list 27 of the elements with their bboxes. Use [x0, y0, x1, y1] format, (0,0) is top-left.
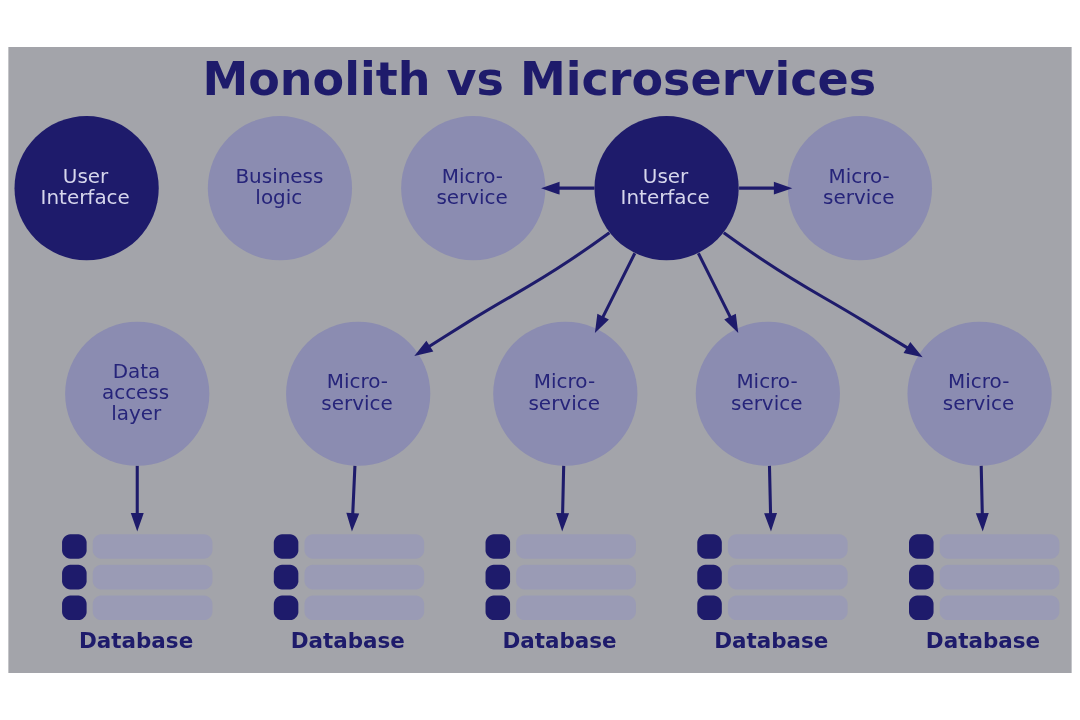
arrow: [696, 252, 739, 334]
node-label: Database: [502, 627, 617, 653]
arrow: [556, 465, 570, 532]
arrow: [346, 465, 360, 532]
node-circle: Micro- service: [493, 321, 638, 466]
arrow: [130, 465, 144, 532]
arrow: [722, 231, 923, 358]
node-circle: Data access layer: [65, 321, 210, 466]
node-circle: Micro- service: [787, 116, 932, 261]
arrow: [594, 252, 637, 334]
arrow: [739, 181, 793, 195]
arrow: [975, 465, 989, 532]
node-label: Database: [290, 627, 405, 653]
arrow: [414, 231, 611, 356]
arrow: [764, 465, 777, 532]
node-circle: Micro- service: [401, 116, 546, 261]
node-label: Database: [78, 627, 194, 653]
node-circle: Business logic: [207, 116, 353, 261]
node-label: Database: [714, 627, 829, 653]
node-circle: Micro- service: [286, 321, 431, 466]
arrow: [541, 181, 595, 195]
node-circle: Micro- service: [695, 321, 840, 466]
node-label: Database: [925, 627, 1041, 653]
node-circle: Micro- service: [907, 321, 1052, 466]
node-circle: User Interface: [594, 116, 739, 261]
node-circle: User Interface: [14, 116, 159, 261]
diagram-title: Monolith vs Microservices: [202, 51, 877, 106]
